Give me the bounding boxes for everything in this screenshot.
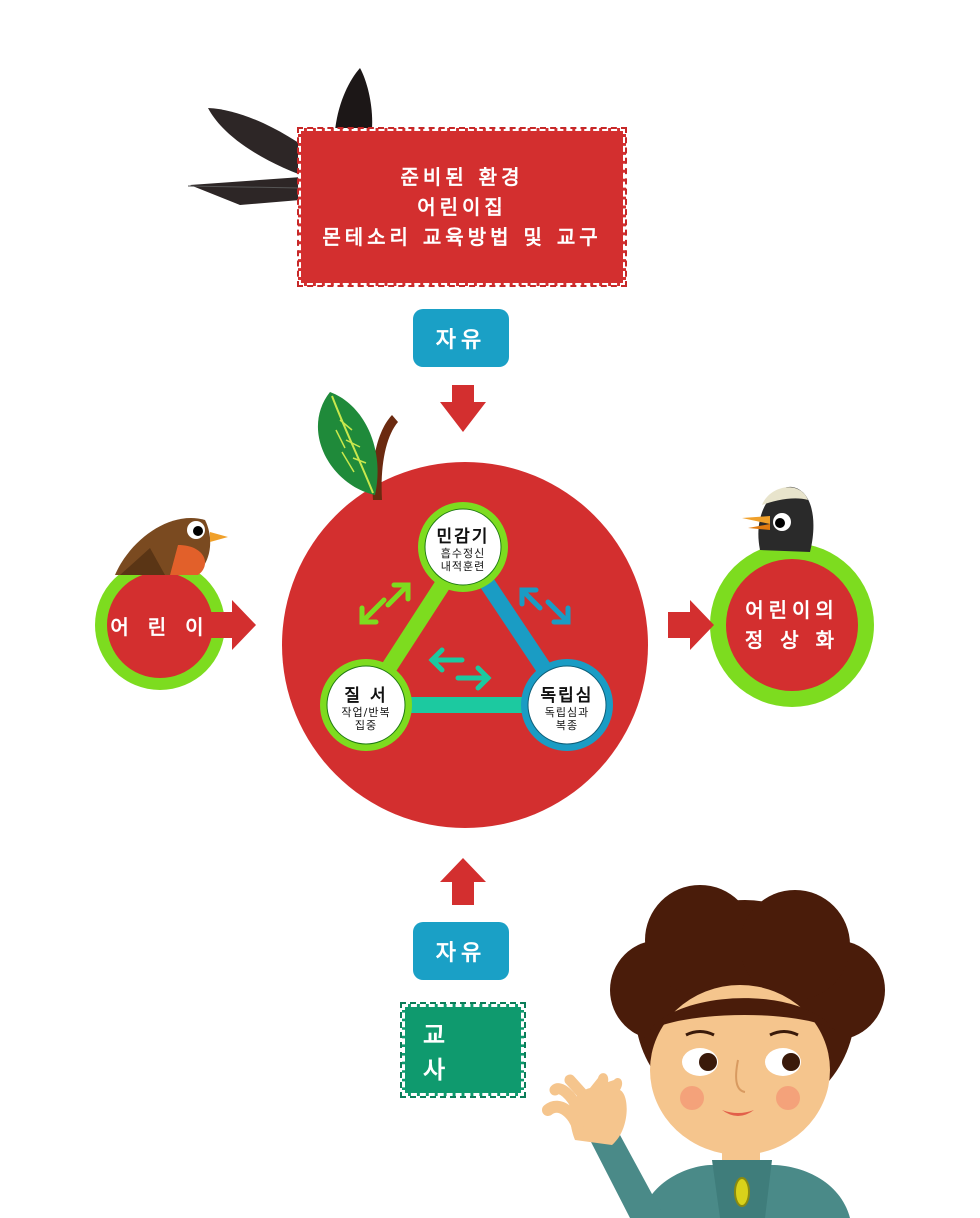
node-sensitive-sub2: 내적훈련 (441, 560, 485, 573)
arrow-up-icon (440, 858, 486, 905)
robin-icon (115, 518, 228, 575)
normalization-label: 어린이의 정 상 화 (726, 590, 858, 660)
arrow-right-icon (668, 600, 714, 650)
node-sensitive-period: 민감기 흡수정신 내적훈련 (425, 515, 501, 579)
node-order-sub2: 집중 (355, 719, 377, 732)
teacher-box: 교 사 (402, 1004, 524, 1096)
node-order-sub1: 작업/반복 (341, 706, 390, 719)
normalization-line-1: 어린이의 (745, 595, 839, 625)
node-order-title: 질 서 (344, 681, 387, 706)
environment-line-2: 어린이집 (417, 192, 507, 222)
node-sensitive-title: 민감기 (437, 522, 490, 547)
normalization-line-2: 정 상 화 (745, 625, 839, 655)
prepared-environment-box: 준비된 환경 어린이집 몬테소리 교육방법 및 교구 (298, 128, 626, 286)
node-independence-title: 독립심 (541, 681, 594, 706)
arrow-down-icon (440, 385, 486, 432)
node-independence: 독립심 독립심과 복종 (529, 674, 605, 738)
node-order: 질 서 작업/반복 집중 (328, 674, 404, 738)
node-independence-sub1: 독립심과 (545, 706, 589, 719)
leaf-icon (318, 392, 378, 495)
child-label: 어 린 이 (107, 600, 213, 650)
environment-line-3: 몬테소리 교육방법 및 교구 (322, 222, 601, 252)
eagle-icon (742, 487, 813, 552)
environment-line-1: 준비된 환경 (401, 162, 524, 192)
teacher-illustration (548, 885, 885, 1218)
node-independence-sub2: 복종 (556, 719, 578, 732)
freedom-bottom-badge: 자유 (413, 922, 509, 980)
node-sensitive-sub1: 흡수정신 (441, 547, 485, 560)
freedom-top-badge: 자유 (413, 309, 509, 367)
